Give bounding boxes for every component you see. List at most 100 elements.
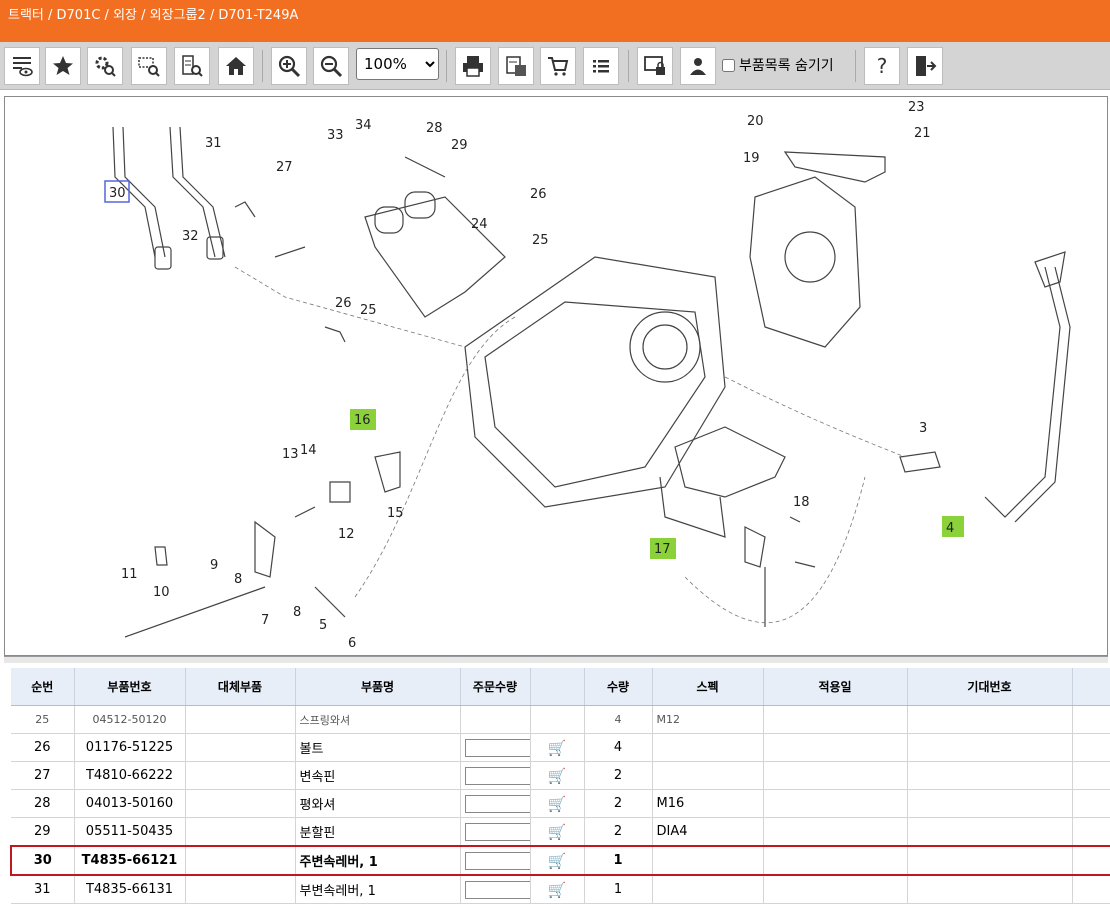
cell-date <box>763 845 908 876</box>
export-icon[interactable] <box>498 47 534 85</box>
parts-diagram[interactable]: 30 31 32 27 33 34 28 29 26 24 25 26 25 2… <box>4 96 1108 656</box>
header-part-number[interactable]: 부품번호 <box>74 668 186 706</box>
table-row-selected[interactable]: 30 T4835-66121 주변속레버, 1 🛒 1 <box>10 845 1110 876</box>
hide-parts-list-checkbox[interactable]: 부품목록 숨기기 <box>722 50 834 80</box>
callout-28[interactable]: 28 <box>426 121 443 136</box>
callout-16[interactable]: 16 <box>354 413 371 428</box>
print-icon[interactable] <box>455 47 491 85</box>
callout-33[interactable]: 33 <box>327 128 344 143</box>
callout-7[interactable]: 7 <box>261 613 269 628</box>
cell-spec: M16 <box>652 789 764 818</box>
callout-26[interactable]: 26 <box>530 187 547 202</box>
add-to-cart-icon[interactable]: 🛒 <box>530 817 585 847</box>
callout-32[interactable]: 32 <box>182 229 199 244</box>
add-to-cart-icon[interactable]: 🛒 <box>530 733 585 762</box>
callout-9[interactable]: 9 <box>210 558 218 573</box>
callout-3[interactable]: 3 <box>919 421 927 436</box>
table-row[interactable]: 26 01176-51225 볼트 🛒 4 <box>11 733 1110 762</box>
order-qty-input[interactable] <box>464 766 529 785</box>
callout-20[interactable]: 20 <box>747 114 764 129</box>
settings-search-icon[interactable] <box>87 47 123 85</box>
toolbar: 100% 부품목록 숨기기 ? <box>0 42 1110 90</box>
help-button[interactable]: ? <box>864 47 900 85</box>
splitter[interactable] <box>4 656 1108 663</box>
callout-10[interactable]: 10 <box>153 585 170 600</box>
callout-12[interactable]: 12 <box>338 527 355 542</box>
header-no[interactable]: 순번 <box>11 668 75 706</box>
callout-11[interactable]: 11 <box>121 567 138 582</box>
callout-27[interactable]: 27 <box>276 160 293 175</box>
callout-25[interactable]: 25 <box>360 303 377 318</box>
callout-29[interactable]: 29 <box>451 138 468 153</box>
header-order-qty[interactable]: 주문수량 <box>460 668 531 706</box>
header-alternate-part[interactable]: 대체부품 <box>185 668 296 706</box>
cell-part-number: T4835-66131 <box>74 875 186 904</box>
callout-30[interactable]: 30 <box>109 186 126 201</box>
cell-spec <box>652 733 764 762</box>
cell-alt <box>185 761 296 790</box>
callout-19[interactable]: 19 <box>743 151 760 166</box>
callout-6[interactable]: 6 <box>348 636 356 651</box>
secure-screen-icon[interactable] <box>637 47 673 85</box>
toolbar-separator <box>446 50 447 82</box>
main-shift-lever-30[interactable] <box>112 126 156 258</box>
callout-24[interactable]: 24 <box>471 217 488 232</box>
area-search-icon[interactable] <box>131 47 167 85</box>
cell-name: 주변속레버, 1 <box>295 845 461 876</box>
callout-34[interactable]: 34 <box>355 118 372 133</box>
list-search-icon[interactable] <box>174 47 210 85</box>
cell-name: 평와셔 <box>295 789 461 818</box>
sub-shift-lever-31[interactable] <box>169 126 216 258</box>
cell-qty: 2 <box>584 761 653 790</box>
table-row[interactable]: 28 04013-50160 평와셔 🛒 2 M16 <box>11 789 1110 818</box>
callout-13[interactable]: 13 <box>282 447 299 462</box>
header-spec[interactable]: 스펙 <box>652 668 764 706</box>
callout-18[interactable]: 18 <box>793 495 810 510</box>
hide-parts-checkbox-input[interactable] <box>722 58 735 72</box>
cart-icon[interactable] <box>540 47 576 85</box>
zoom-out-icon[interactable] <box>313 47 349 85</box>
table-row-partial[interactable]: 25 04512-50120 스프링와셔 4 M12 <box>11 705 1110 734</box>
cell-date <box>763 789 908 818</box>
callout-17[interactable]: 17 <box>654 542 671 557</box>
order-qty-input[interactable] <box>464 880 529 899</box>
callout-15[interactable]: 15 <box>387 506 404 521</box>
header-machine-number[interactable]: 기대번호 <box>907 668 1073 706</box>
callout-25[interactable]: 25 <box>532 233 549 248</box>
home-icon[interactable] <box>218 47 254 85</box>
header-qty[interactable]: 수량 <box>584 668 653 706</box>
add-to-cart-icon[interactable]: 🛒 <box>530 875 585 904</box>
parts-list-view-icon[interactable] <box>4 47 40 85</box>
zoom-select[interactable]: 100% <box>356 48 439 80</box>
add-to-cart-icon[interactable]: 🛒 <box>530 845 585 876</box>
cell-date <box>763 761 908 790</box>
callout-23[interactable]: 23 <box>908 100 925 115</box>
table-row[interactable]: 27 T4810-66222 변속핀 🛒 2 <box>11 761 1110 790</box>
callout-21[interactable]: 21 <box>914 126 931 141</box>
cell-machine <box>907 789 1073 818</box>
header-part-name[interactable]: 부품명 <box>295 668 461 706</box>
callout-8[interactable]: 8 <box>234 572 242 587</box>
add-to-cart-icon[interactable]: 🛒 <box>530 789 585 818</box>
list-icon[interactable] <box>583 47 619 85</box>
order-qty-input[interactable] <box>464 794 529 813</box>
table-row[interactable]: 29 05511-50435 분할핀 🛒 2 DIA4 <box>11 817 1110 847</box>
callout-14[interactable]: 14 <box>300 443 317 458</box>
callout-26[interactable]: 26 <box>335 296 352 311</box>
order-qty-input[interactable] <box>464 851 529 870</box>
logout-icon[interactable] <box>907 47 943 85</box>
table-row[interactable]: 31 T4835-66131 부변속레버, 1 🛒 1 <box>11 875 1110 904</box>
callout-8[interactable]: 8 <box>293 605 301 620</box>
header-apply-date[interactable]: 적용일 <box>763 668 908 706</box>
order-qty-input[interactable] <box>464 822 529 841</box>
add-to-cart-icon[interactable]: 🛒 <box>530 761 585 790</box>
favorite-star-icon[interactable] <box>45 47 81 85</box>
cell-no: 26 <box>11 733 75 762</box>
callout-4[interactable]: 4 <box>946 521 954 536</box>
callout-5[interactable]: 5 <box>319 618 327 633</box>
order-qty-input[interactable] <box>464 738 529 757</box>
user-icon[interactable] <box>680 47 716 85</box>
cell-no: 31 <box>11 875 75 904</box>
zoom-in-icon[interactable] <box>271 47 307 85</box>
callout-31[interactable]: 31 <box>205 136 222 151</box>
